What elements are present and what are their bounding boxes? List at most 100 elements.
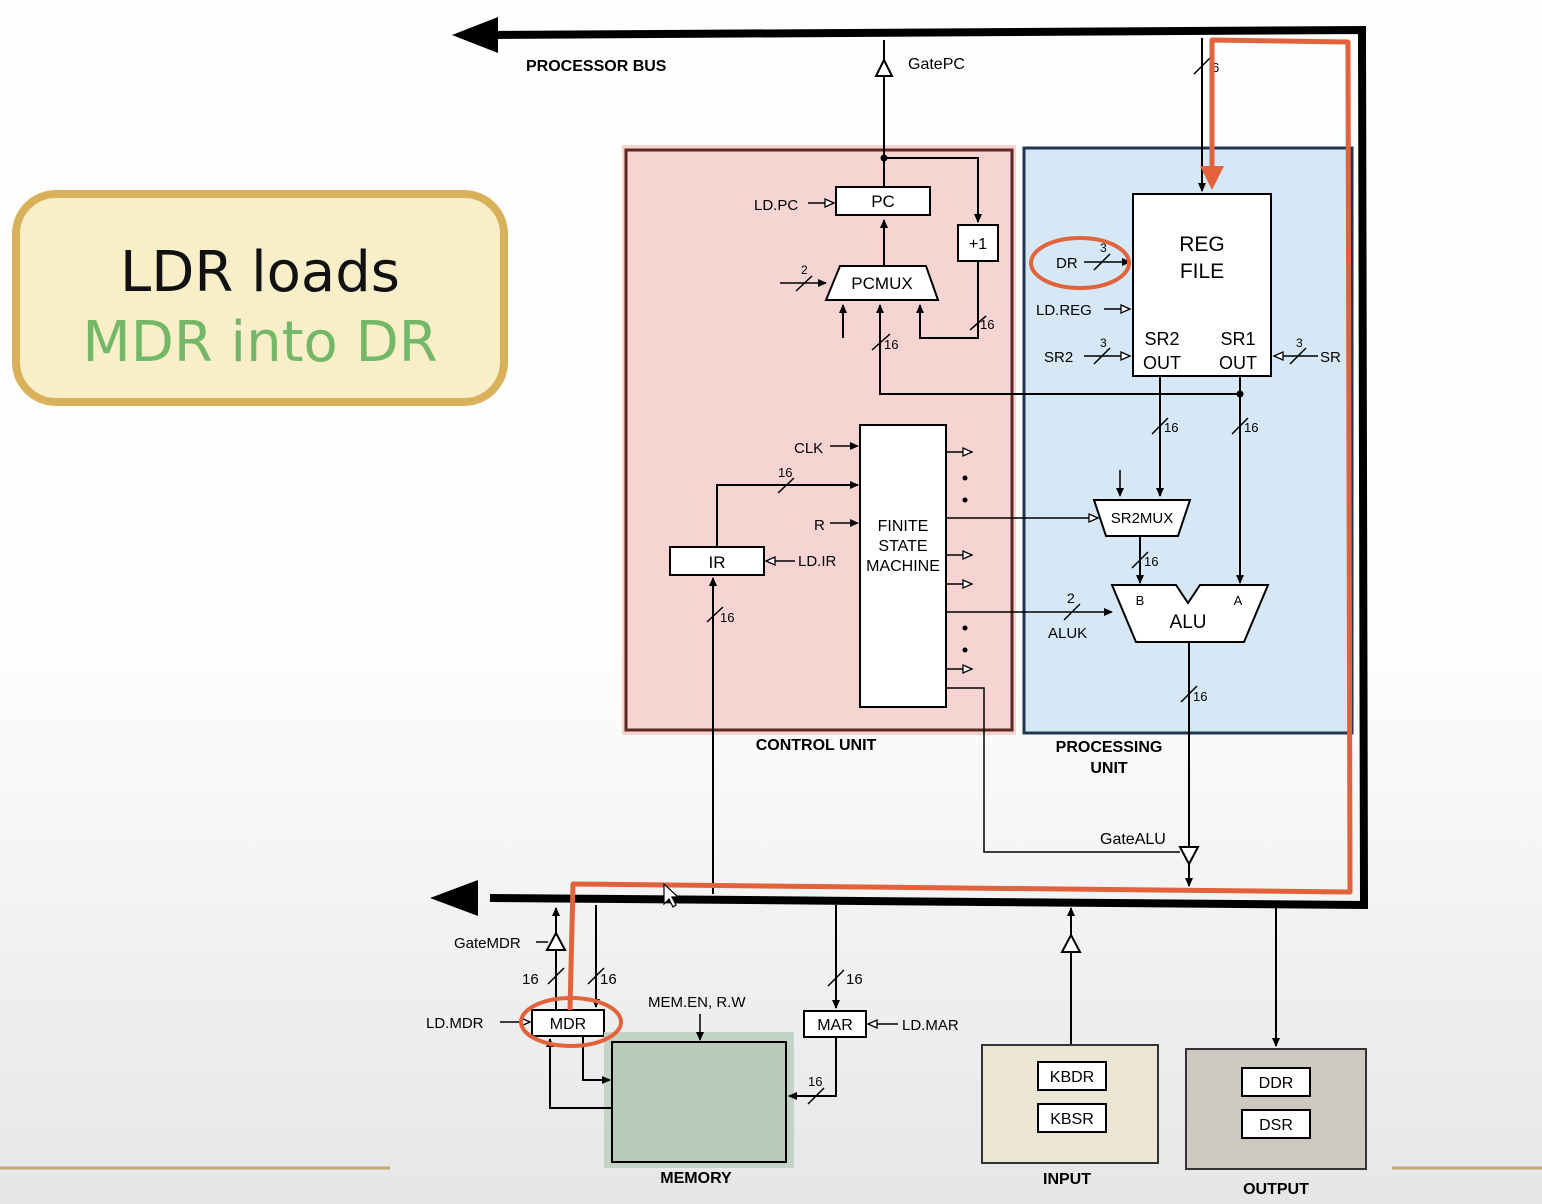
kbsr-register: [1037, 1103, 1107, 1133]
ld-reg-label: LD.REG: [1036, 302, 1092, 319]
finite-state-machine: [859, 424, 947, 708]
dr-label: DR: [1056, 255, 1078, 272]
gatepc-tristate: [874, 57, 894, 77]
sr1-select-label: SR: [1320, 349, 1341, 366]
sr1-junction: [1236, 390, 1244, 398]
sr2-out-label-1: SR2: [1144, 329, 1179, 349]
kbsr-label: KBSR: [1050, 1111, 1094, 1128]
highlight-path-mdr-to-dr: [567, 37, 1353, 1011]
input-label: INPUT: [1043, 1171, 1091, 1188]
alu-out-width: 16: [1193, 689, 1207, 704]
gatepc-label: GatePC: [908, 56, 965, 73]
highlight-arrowhead: [1200, 166, 1224, 190]
highlight-dr-circle: [1029, 236, 1131, 290]
register-file: [1132, 193, 1272, 377]
sr1-out-tick: [1231, 417, 1249, 435]
mar-memory-tick: [807, 1087, 825, 1105]
mdr-out-width: 16: [522, 971, 539, 988]
pcmux: [824, 265, 940, 301]
reg-file-label-2: FILE: [1180, 260, 1224, 283]
kbdr-register: [1037, 1061, 1107, 1091]
pc-label: PC: [871, 192, 895, 211]
alu-b-label: B: [1136, 593, 1145, 608]
bus-regfile-tick: [1193, 57, 1211, 75]
pcmux-input-tick: [871, 333, 891, 351]
dsr-label: DSR: [1259, 1117, 1293, 1134]
ld-mar-label: LD.MAR: [902, 1017, 959, 1034]
sr2-select-label: SR2: [1044, 349, 1073, 366]
gatemdr-label: GateMDR: [454, 935, 521, 952]
pcmux-select-width: 2: [801, 263, 808, 277]
sr1-select-tick: [1289, 347, 1307, 365]
mar-to-memory-wire: [788, 1037, 837, 1100]
bus-ir-tick: [706, 606, 724, 623]
fsm-label-1: FINITE: [878, 518, 929, 535]
bus-mdr-width: 16: [600, 971, 617, 988]
mdr-label: MDR: [550, 1016, 586, 1033]
mar-register: [803, 1010, 867, 1038]
input-tristate: [1060, 932, 1082, 953]
bus-arrow-bottom: [430, 880, 478, 916]
aluk-tick: [1063, 603, 1081, 621]
processor-bus: [489, 25, 1369, 910]
output-label: OUTPUT: [1243, 1181, 1309, 1198]
ld-mdr-label: LD.MDR: [426, 1015, 484, 1032]
sr2-out-width: 16: [1164, 420, 1178, 435]
gatealu-tristate: [1178, 846, 1200, 867]
mouse-cursor-icon: [663, 882, 680, 908]
gatemdr-tristate: [545, 930, 567, 951]
sr1-out-label-2: OUT: [1219, 353, 1257, 373]
sr2-select-tick: [1093, 347, 1111, 365]
dsr-register: [1241, 1109, 1311, 1139]
dr-width: 3: [1100, 241, 1107, 255]
processing-unit-label-1: PROCESSING: [1056, 739, 1163, 756]
fsm-label-3: MACHINE: [866, 558, 940, 575]
sr2mux-alu-width: 16: [1144, 554, 1158, 569]
incrementer-label: +1: [969, 236, 987, 253]
bus-mar-width: 16: [846, 971, 863, 988]
fsm-to-gatealu-wire: [946, 687, 1180, 853]
callout-title: LDR loads: [120, 240, 400, 305]
mem-en-label: MEM.EN, R.W: [648, 994, 746, 1011]
aluk-width: 2: [1067, 590, 1075, 606]
pcmux-label: PCMUX: [851, 274, 912, 293]
bus-ir-width: 16: [720, 610, 734, 625]
control-unit-label: CONTROL UNIT: [756, 737, 877, 754]
memory-label: MEMORY: [660, 1170, 732, 1187]
incr-width-tick: [969, 315, 987, 331]
ir-register: [669, 546, 765, 576]
bus-mar-tick: [827, 969, 845, 987]
control-unit-border: [624, 148, 1014, 732]
memory-to-mdr-wire: [546, 1038, 612, 1109]
clk-label: CLK: [794, 440, 823, 457]
pc-register: [835, 186, 931, 216]
dr-tick: [1093, 253, 1111, 271]
sr2-out-label-2: OUT: [1143, 353, 1181, 373]
aluk-label: ALUK: [1048, 625, 1087, 642]
ld-pc-label: LD.PC: [754, 197, 798, 214]
gatealu-label: GateALU: [1100, 831, 1166, 848]
mdr-to-memory-wire: [582, 1036, 611, 1084]
ddr-label: DDR: [1259, 1075, 1294, 1092]
reg-file-label-1: REG: [1179, 233, 1225, 256]
ld-ir-label: LD.IR: [798, 553, 837, 570]
mdr-register: [531, 1009, 605, 1037]
callout-subtitle: MDR into DR: [82, 310, 438, 375]
highlight-mdr-circle: [519, 996, 623, 1048]
pcmux-input-width: 16: [884, 337, 898, 352]
ir-label: IR: [709, 553, 726, 572]
incrementer: [957, 224, 999, 262]
sr1-out-width: 16: [1244, 420, 1258, 435]
memory-block: [611, 1041, 787, 1163]
alu-a-label: A: [1234, 593, 1243, 608]
processor-bus-label: PROCESSOR BUS: [526, 58, 667, 75]
incr-width-label: 16: [980, 317, 994, 332]
alu-label: ALU: [1170, 612, 1207, 633]
sr2mux-alu-tick: [1131, 551, 1149, 569]
sr1-to-pcmux-wire: [876, 304, 1240, 395]
mar-label: MAR: [817, 1017, 853, 1034]
sr2mux: [1092, 499, 1192, 537]
incr-to-pcmux-wire: [916, 261, 979, 339]
